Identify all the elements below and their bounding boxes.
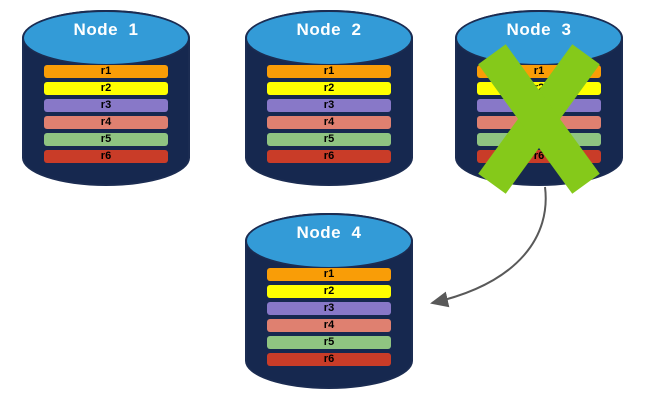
node-1-label: Node 1: [73, 20, 139, 39]
node-2[interactable]: Node 2 r1 r2 r3 r4 r5 r6: [245, 10, 413, 186]
node-4-row-r6: r6: [267, 353, 391, 366]
node-1-row-r1: r1: [44, 65, 168, 78]
node-4-row-r5: r5: [267, 336, 391, 349]
node-4-label: Node 4: [296, 223, 362, 242]
node-4-row-r1: r1: [267, 268, 391, 281]
node-2-row-r1: r1: [267, 65, 391, 78]
node-4-row-r2: r2: [267, 285, 391, 298]
node-3-row-r4: r4: [477, 116, 601, 129]
node-1-row-r5: r5: [44, 133, 168, 146]
node-1-row-r3: r3: [44, 99, 168, 112]
replication-arrow-path: [430, 186, 547, 308]
node-3-row-r3: r3: [477, 99, 601, 112]
node-1-row-r4: r4: [44, 116, 168, 129]
node-3-row-r5: r5: [477, 133, 601, 146]
node-1-row-r2: r2: [44, 82, 168, 95]
node-2-label: Node 2: [296, 20, 362, 39]
node-2-row-r6: r6: [267, 150, 391, 163]
node-4-row-r4: r4: [267, 319, 391, 332]
node-4-rows: r1 r2 r3 r4 r5 r6: [245, 268, 413, 370]
node-2-row-r3: r3: [267, 99, 391, 112]
node-1-row-r6: r6: [44, 150, 168, 163]
node-4-row-r3: r3: [267, 302, 391, 315]
node-3-row-r2: r2: [477, 82, 601, 95]
node-3[interactable]: Node 3 r1 r2 r3 r4 r5 r6: [455, 10, 623, 194]
node-1[interactable]: Node 1 r1 r2 r3 r4 r5 r6: [22, 10, 190, 186]
node-3-rows: r1 r2 r3 r4 r5 r6: [455, 65, 623, 167]
node-4[interactable]: Node 4 r1 r2 r3 r4 r5 r6: [245, 213, 413, 389]
node-1-cylinder-top: [22, 10, 190, 66]
node-2-rows: r1 r2 r3 r4 r5 r6: [245, 65, 413, 167]
node-3-label: Node 3: [506, 20, 572, 39]
node-3-row-r6: r6: [477, 150, 601, 163]
node-2-row-r5: r5: [267, 133, 391, 146]
node-2-row-r4: r4: [267, 116, 391, 129]
node-1-rows: r1 r2 r3 r4 r5 r6: [22, 65, 190, 167]
node-3-row-r1: r1: [477, 65, 601, 78]
node-2-cylinder-top: [245, 10, 413, 66]
node-4-cylinder-top: [245, 213, 413, 269]
node-2-row-r2: r2: [267, 82, 391, 95]
